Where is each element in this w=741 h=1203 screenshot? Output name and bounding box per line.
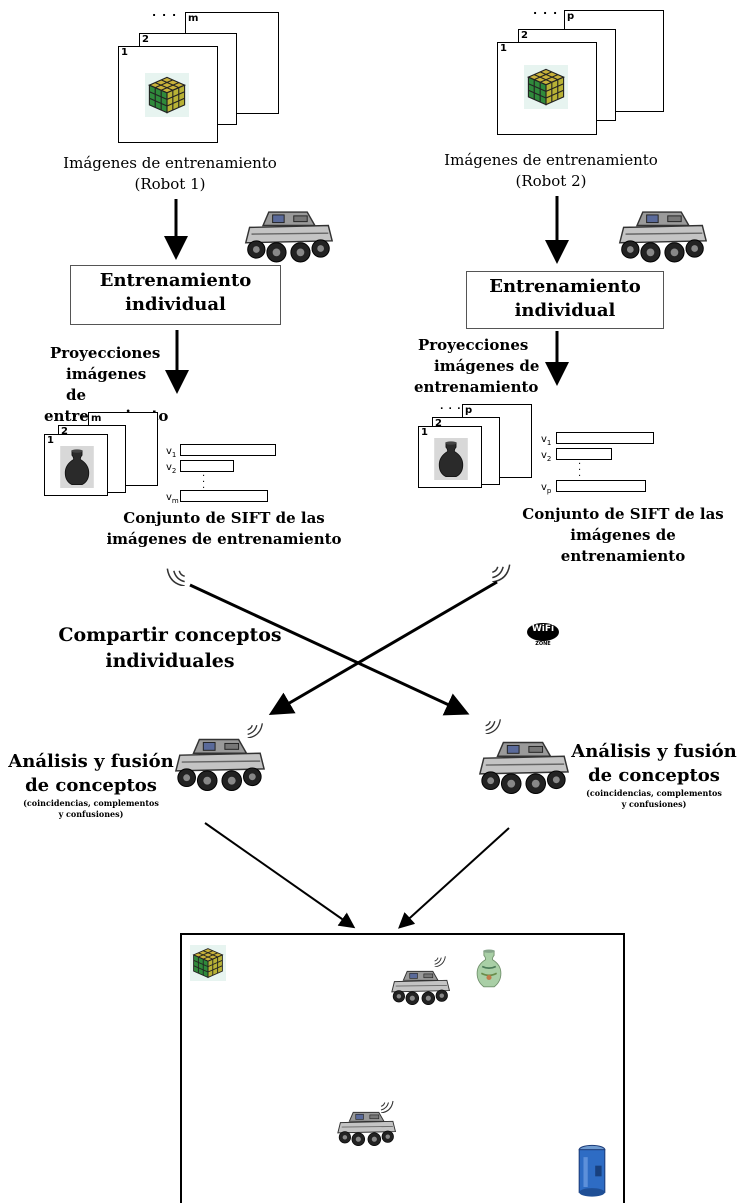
wifi-zone-text: ZONE [535,641,551,647]
robot2-images-label-line2: (Robot 2) [515,172,587,190]
robot2-vp-label: vp [541,482,552,495]
robot1-fusion-label: Análisis y fusión de conceptos (coincide… [6,750,176,820]
wireless-signal-icon [434,955,446,967]
robot1-proj-front-label: 1 [47,435,54,446]
robot2-vdots: ··· [578,459,582,482]
robot2-v1-bar [556,432,654,444]
robot1-proj-stack-front: 1 [44,434,108,496]
robot2-fusion-note2: y confusiones) [621,799,687,809]
robot2-projections-line2: imágenes de [434,357,540,375]
robot1-fusion-note2: y confusiones) [58,809,124,819]
robot2-v2-bar [556,448,612,460]
robot1-images-label-line1: Imágenes de entrenamiento [63,154,277,172]
robot2-sift-label: Conjunto de SIFT de las imágenes de entr… [506,504,740,567]
robot1-stack-front-label: 1 [121,47,128,58]
robot2-fusion-line1: Análisis y fusión [571,741,737,762]
robot2-sift-line2: imágenes de entrenamiento [560,526,686,565]
robot1-projections-line1: Proyecciones [50,344,161,362]
robot2-training-box: Entrenamiento individual [466,271,664,329]
robot2-proj-mid-label: 2 [435,418,442,429]
robot1-v2-bar [180,460,234,472]
robot1-v1-label: v1 [166,446,177,459]
robot2-projections-line3: entrenamiento [414,378,539,396]
robot-rover-icon [337,1111,396,1147]
robot2-stack-dots: . . . [533,4,559,17]
robot1-training-line1: Entrenamiento [99,270,252,291]
robot1-fusion-line1: Análisis y fusión [8,751,174,772]
robot2-images-label-line1: Imágenes de entrenamiento [444,151,658,169]
arrow-r2-fusion-to-map [398,827,510,929]
wireless-signal-icon [485,718,501,734]
robot2-stack-mid-label: 2 [521,30,528,41]
robot1-images-label-line2: (Robot 1) [134,175,206,193]
robot2-proj-dots: . . . [440,402,462,412]
robot1-images-label: Imágenes de entrenamiento (Robot 1) [40,153,300,195]
vase-icon [476,948,502,988]
robot1-sift-line1: Conjunto de SIFT de las [123,509,325,527]
can-icon [578,1144,606,1198]
robot1-stack-mid-label: 2 [142,34,149,45]
robot2-projections-label: Proyecciones imágenes de entrenamiento [414,335,540,398]
robot1-training-box: Entrenamiento individual [70,265,281,325]
robot2-image-stack-front: 1 [497,42,597,135]
robot2-fusion-note1: (coincidencias, complementos [586,788,722,798]
robot2-stack-top-label: p [567,11,575,22]
robot1-fusion-line2: de conceptos [25,775,157,796]
robot2-stack-front-label: 1 [500,43,507,54]
robot1-proj-top-label: m [91,413,102,424]
arrow-r2-share-cross [268,580,498,716]
robot2-v1-label: v1 [541,434,552,447]
wifi-zone-logo: WiFi ZONE [524,620,564,654]
robot2-proj-top-label: p [465,405,473,416]
robot2-fusion-line2: de conceptos [588,765,720,786]
robot2-vp-bar [556,480,646,492]
arrow-r1-fusion-to-map [204,822,356,929]
robot-rover-icon [175,738,265,792]
robot2-sift-line1: Conjunto de SIFT de las [522,505,724,523]
robot1-vm-label: vm [166,492,179,505]
robot2-projections-line1: Proyecciones [418,336,529,354]
robot1-image-stack-front: 1 [118,46,218,143]
robot1-vdots: ··· [202,471,206,494]
robot2-proj-stack-front: 1 [418,426,482,488]
share-line1: Compartir conceptos [58,624,282,646]
robot1-stack-dots: . . . [152,6,178,19]
robot1-proj-dots: . . . [65,410,87,420]
robot1-v2-label: v2 [166,462,177,475]
robot2-images-label: Imágenes de entrenamiento (Robot 2) [421,150,681,192]
robot1-proj-mid-label: 2 [61,426,68,437]
share-label: Compartir conceptos individuales [50,622,290,674]
robot1-fusion-note1: (coincidencias, complementos [23,798,159,808]
arrow-r1-share-cross [189,583,470,716]
robot2-proj-front-label: 1 [421,427,428,438]
wifi-logo-text: WiFi [531,624,555,634]
robot1-projections-line2: imágenes de [66,365,147,404]
robot-rover-icon [479,741,569,795]
robot1-vm-bar [180,490,268,502]
robot1-v1-bar [180,444,276,456]
robot2-fusion-label: Análisis y fusión de conceptos (coincide… [570,740,738,810]
robot2-training-line1: Entrenamiento [489,276,641,297]
robot1-sift-label: Conjunto de SIFT de las imágenes de entr… [104,508,344,550]
rubiks-cube-icon [190,945,226,981]
robot2-training-line2: individual [514,300,616,321]
robot2-v2-label: v2 [541,450,552,463]
robot1-training-line2: individual [125,294,226,315]
share-line2: individuales [105,650,235,672]
environment-map [180,933,625,1203]
robot-rover-icon [391,970,450,1006]
robot1-stack-top-label: m [188,13,199,24]
robot1-sift-line2: imágenes de entrenamiento [106,530,342,548]
